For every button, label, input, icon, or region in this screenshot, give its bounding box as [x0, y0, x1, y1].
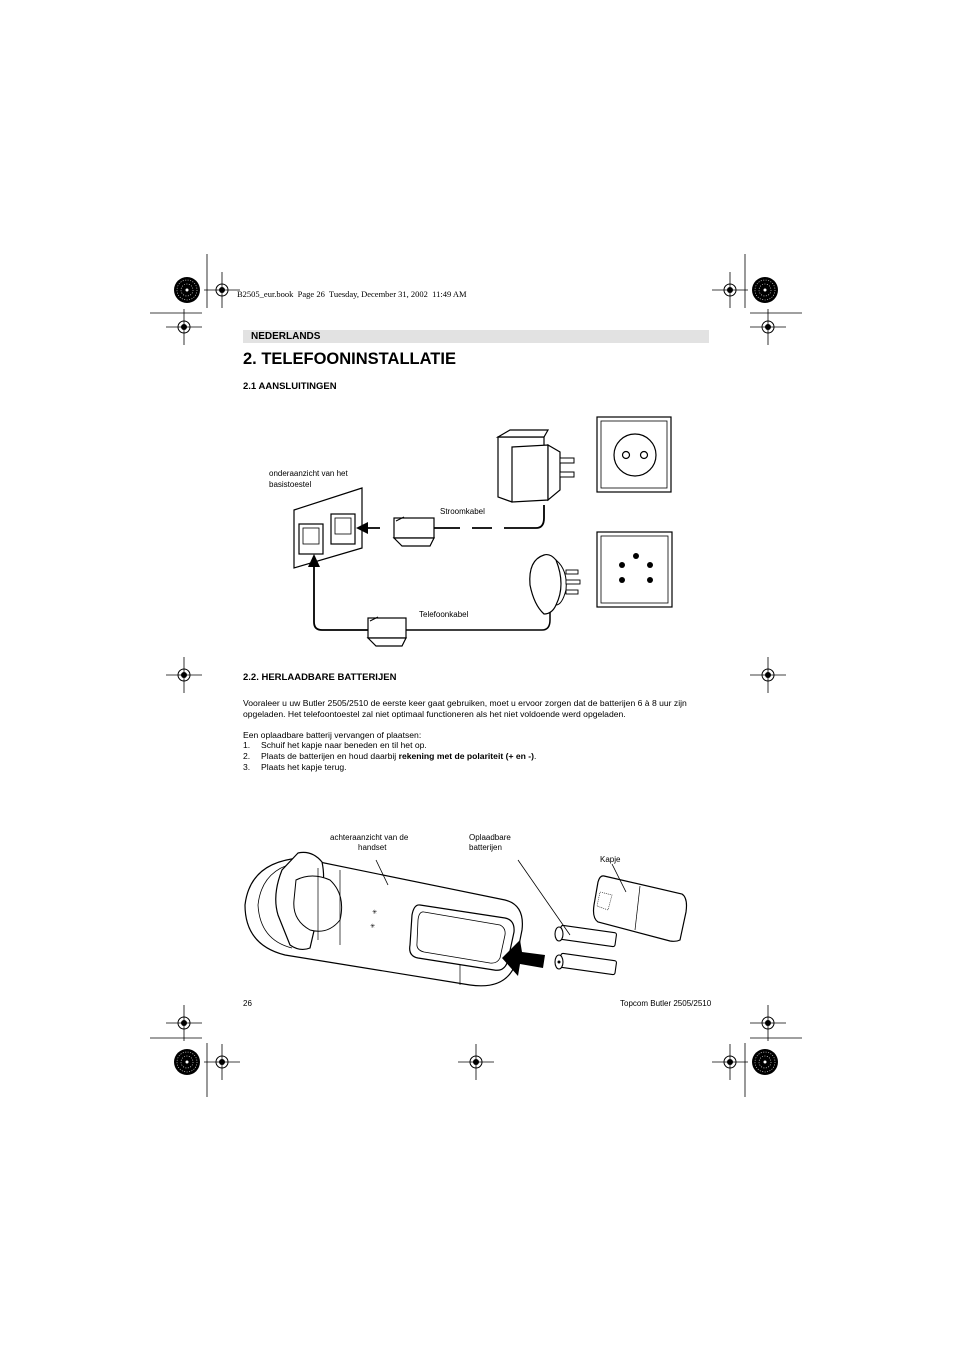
- power-adapter-illustration: [495, 429, 575, 503]
- footer-product: Topcom Butler 2505/2510: [620, 999, 712, 1008]
- list-number: 1.: [243, 740, 251, 750]
- label-base-view-line2: basistoestel: [269, 480, 312, 489]
- list-item: 2. Plaats de batterijen en houd daarbij r…: [243, 751, 536, 762]
- label-back-view-line2: handset: [358, 843, 387, 852]
- list-number: 2.: [243, 751, 251, 761]
- phone-socket-illustration: [596, 531, 673, 608]
- list-text: Schuif het kapje naar beneden en til het…: [261, 740, 427, 750]
- label-phone-cable: Telefoonkabel: [419, 610, 469, 619]
- list-text-end: .: [534, 751, 537, 761]
- list-text-bold: rekening met de polariteit (+ en -): [398, 751, 534, 761]
- label-base-view-line1: onderaanzicht van het: [269, 469, 348, 478]
- phone-cable-plug: [308, 554, 551, 647]
- label-batteries-line2: batterijen: [469, 843, 502, 852]
- power-cable-plug: [356, 505, 545, 547]
- insert-arrow: [502, 940, 545, 976]
- label-power-cable: Stroomkabel: [440, 507, 485, 516]
- handset-illustration: ✳ ✳: [244, 851, 523, 987]
- label-cover: Kapje: [600, 855, 621, 864]
- base-station-illustration: [293, 487, 363, 569]
- section-heading-batteries: 2.2. HERLAADBARE BATTERIJEN: [243, 672, 397, 683]
- paragraph-line-1: Vooraleer u uw Butler 2505/2510 de eerst…: [243, 698, 687, 708]
- language-bar: NEDERLANDS: [243, 330, 709, 343]
- svg-text:✳: ✳: [370, 923, 375, 930]
- list-number: 3.: [243, 762, 251, 772]
- power-socket-illustration: [596, 416, 672, 493]
- list-text: Plaats het kapje terug.: [261, 762, 347, 772]
- paragraph-line-2: opgeladen. Het telefoontoestel zal niet …: [243, 709, 626, 719]
- list-item: 1. Schuif het kapje naar beneden en til h…: [243, 740, 427, 751]
- section-heading-connections: 2.1 AANSLUITINGEN: [243, 381, 337, 392]
- list-text: Plaats de batterijen en houd daarbij: [261, 751, 399, 761]
- batteries-illustration: [517, 859, 617, 976]
- phone-plug-illustration: [529, 553, 581, 615]
- list-item: 3. Plaats het kapje terug.: [243, 762, 347, 773]
- page-number: 26: [243, 999, 252, 1008]
- label-back-view-line1: achteraanzicht van de: [330, 833, 409, 842]
- page-title: 2. TELEFOONINSTALLATIE: [243, 350, 456, 368]
- language-label: NEDERLANDS: [251, 331, 321, 342]
- book-header-line: B2505_eur.book Page 26 Tuesday, December…: [237, 289, 467, 299]
- cover-illustration: [592, 863, 688, 942]
- battery-intro: Een oplaadbare batterij vervangen of pla…: [243, 730, 422, 740]
- label-batteries-line1: Oplaadbare: [469, 833, 511, 842]
- svg-text:✳: ✳: [372, 909, 377, 916]
